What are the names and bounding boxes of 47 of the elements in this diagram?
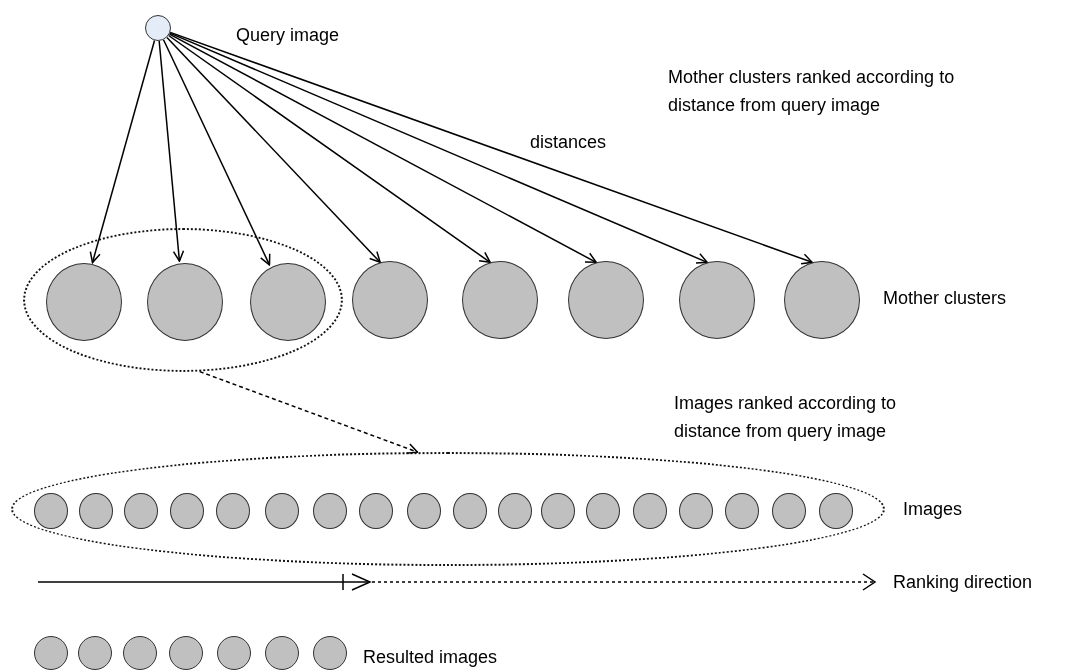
row-label: Mother clusters	[883, 287, 1007, 310]
node-caption: Images	[903, 498, 963, 521]
heading-note: Mother clusters ranked according to distance from query image	[668, 66, 956, 117]
circle-node	[407, 493, 441, 529]
direction-label: Ranking direction	[893, 571, 1033, 594]
arrow	[168, 33, 597, 264]
arrow	[162, 39, 271, 266]
arrow	[158, 40, 185, 262]
edge-group-label: distances	[530, 131, 607, 154]
arrow	[169, 32, 708, 264]
circle-node	[772, 493, 806, 529]
circle-node	[586, 493, 620, 529]
arrow	[169, 31, 813, 265]
circle-node	[679, 493, 713, 529]
circle-node	[169, 636, 203, 670]
row-label: Resulted images	[363, 646, 498, 669]
circle-node	[170, 493, 204, 529]
circle-node	[633, 493, 667, 529]
circle-node	[359, 493, 393, 529]
dashed-ellipse-group	[23, 228, 343, 372]
circle-node	[313, 636, 347, 670]
circle-node	[78, 636, 112, 670]
circle-node	[79, 493, 113, 529]
arrow	[89, 39, 156, 264]
circle-node	[541, 493, 575, 529]
dashed-ellipse-group	[11, 452, 885, 566]
circle-node	[725, 493, 759, 529]
arrow	[167, 34, 491, 264]
circle-node	[453, 493, 487, 529]
circle-node	[124, 493, 158, 529]
circle-node	[216, 493, 250, 529]
circle-node	[46, 263, 122, 341]
circle-node	[34, 636, 68, 670]
circle-node	[313, 493, 347, 529]
circle-node	[265, 493, 299, 529]
circle-node	[498, 493, 532, 529]
circle-node	[34, 493, 68, 529]
circle-node	[250, 263, 326, 341]
circle-node	[145, 15, 171, 41]
circle-node	[819, 493, 853, 529]
circle-node	[265, 636, 299, 670]
circle-node	[123, 636, 157, 670]
node-caption: Query image	[236, 24, 340, 47]
heading-note: Images ranked according to distance from query image	[674, 392, 898, 443]
arrow	[198, 370, 419, 455]
arrow	[166, 36, 381, 264]
circle-node	[217, 636, 251, 670]
